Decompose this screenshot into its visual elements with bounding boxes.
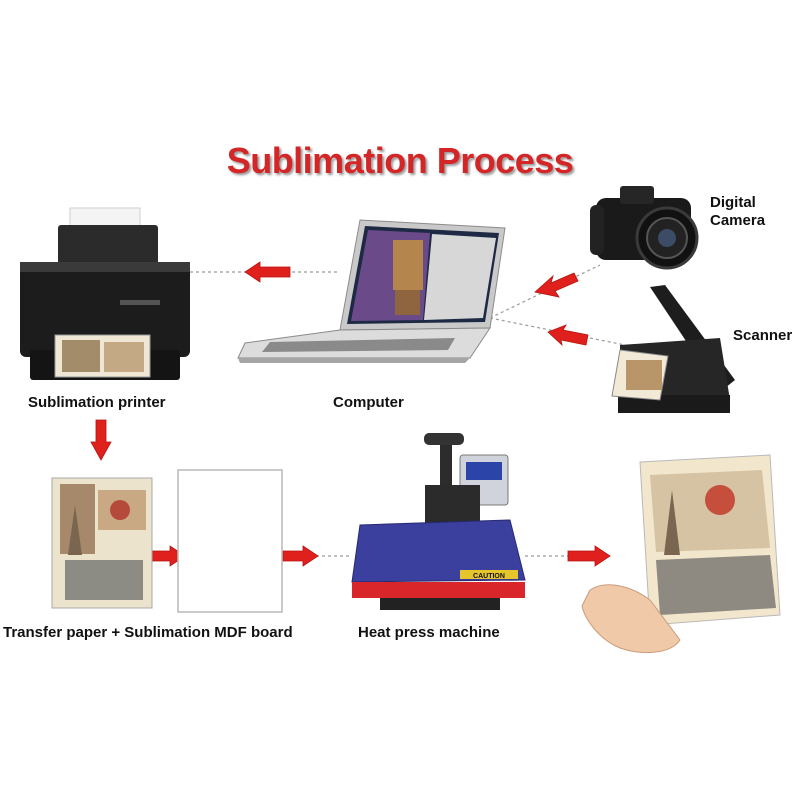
label-heat-press: Heat press machine bbox=[358, 624, 500, 641]
label-computer: Computer bbox=[333, 394, 404, 411]
scanner-image bbox=[611, 285, 735, 413]
label-sublimation-printer: Sublimation printer bbox=[28, 394, 166, 411]
laptop-image bbox=[237, 219, 506, 363]
caution-label: CAUTION bbox=[473, 573, 505, 580]
arrow-to-printer bbox=[244, 261, 291, 283]
heat-press-image bbox=[351, 433, 526, 610]
printer-image bbox=[20, 207, 190, 380]
arrow-press-to-result bbox=[567, 545, 611, 567]
diagram-title: Sublimation Process bbox=[226, 140, 574, 181]
arrow-scanner-to-computer bbox=[547, 324, 589, 347]
arrow-board-to-press bbox=[282, 545, 319, 567]
label-scanner: Scanner bbox=[733, 327, 793, 344]
label-transfer-paper-mdf: Transfer paper + Sublimation MDF board bbox=[3, 624, 293, 641]
camera-image bbox=[590, 186, 699, 270]
transfer-paper-image bbox=[51, 477, 153, 609]
arrow-camera-to-computer bbox=[534, 272, 579, 298]
arrow-printer-down bbox=[90, 419, 112, 461]
label-digital-camera: Digital Camera bbox=[710, 194, 766, 229]
finished-print-image bbox=[581, 454, 781, 653]
mdf-board-image bbox=[177, 469, 283, 613]
